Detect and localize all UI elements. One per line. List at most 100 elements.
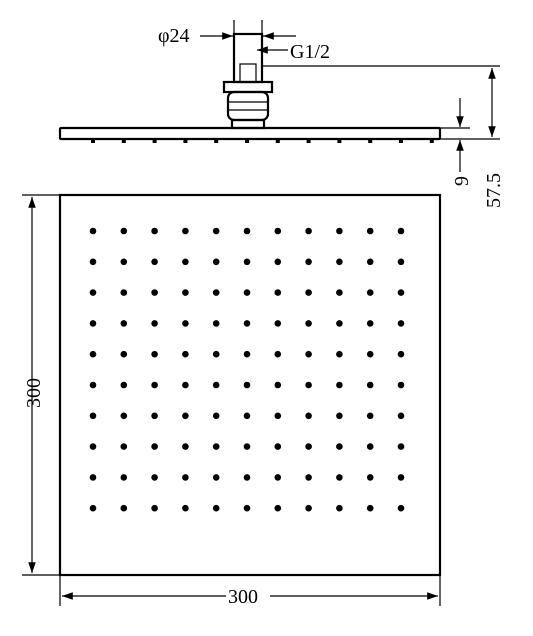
nozzle <box>397 289 405 296</box>
nozzle <box>120 381 128 389</box>
nozzle <box>182 443 189 450</box>
nozzle <box>366 320 374 327</box>
nozzle <box>397 381 405 389</box>
nozzle <box>212 258 220 266</box>
nozzle <box>336 381 343 389</box>
nozzle <box>120 350 128 358</box>
side-nozzle <box>429 139 434 143</box>
nozzle <box>274 289 282 296</box>
nozzle <box>182 258 189 266</box>
nozzle <box>120 289 128 296</box>
nozzle <box>120 320 128 327</box>
nozzle <box>397 320 405 327</box>
nozzle <box>243 443 251 450</box>
nozzle <box>274 474 282 481</box>
nozzle <box>212 350 220 358</box>
side-nozzle <box>214 139 219 143</box>
side-nozzle <box>306 139 311 143</box>
pipe <box>232 32 264 84</box>
nozzle <box>305 227 312 235</box>
nozzle <box>120 443 128 450</box>
side-nozzle <box>183 139 188 143</box>
side-nozzle <box>399 139 403 143</box>
nozzle <box>243 381 251 389</box>
swivel-base <box>230 118 266 130</box>
nozzle <box>89 443 97 450</box>
side-nozzle <box>91 139 95 143</box>
side-nozzles <box>91 139 434 143</box>
nozzle <box>182 412 189 420</box>
nozzle <box>182 227 189 235</box>
shower-plate <box>58 126 442 141</box>
nozzle <box>151 350 158 358</box>
nozzle <box>366 227 374 235</box>
nozzle <box>274 443 282 450</box>
nozzle <box>243 258 251 266</box>
nozzle <box>274 350 282 358</box>
nozzle <box>212 412 220 420</box>
nozzle <box>212 504 220 512</box>
nozzle <box>243 504 251 512</box>
pipe-inner <box>239 63 257 83</box>
nozzle <box>182 474 189 481</box>
nozzle <box>151 412 158 420</box>
nozzle <box>89 504 97 512</box>
nozzle <box>89 289 97 296</box>
nozzle <box>89 227 97 235</box>
nozzle-grid <box>89 227 405 512</box>
nozzle <box>212 381 220 389</box>
nozzle <box>397 350 405 358</box>
nozzle <box>243 289 251 296</box>
nozzle <box>397 412 405 420</box>
nozzle <box>366 350 374 358</box>
nozzle <box>120 258 128 266</box>
nozzle <box>212 289 220 296</box>
plate-outline <box>58 193 442 577</box>
nozzle <box>366 504 374 512</box>
side-nozzle <box>121 139 126 143</box>
nozzle <box>212 320 220 327</box>
nozzle <box>274 320 282 327</box>
dim-pipe-diameter: φ24 <box>158 25 190 47</box>
nozzle <box>212 474 220 481</box>
nozzle <box>151 474 158 481</box>
nozzle <box>397 443 405 450</box>
nozzle <box>305 412 312 420</box>
nozzle <box>366 474 374 481</box>
nozzle <box>397 504 405 512</box>
nozzle <box>120 474 128 481</box>
nozzle <box>397 227 405 235</box>
nozzle <box>182 381 189 389</box>
side-view: φ24 G1/2 57.5 9 <box>58 20 505 208</box>
nozzle <box>151 381 158 389</box>
nozzle <box>89 474 97 481</box>
side-nozzle <box>337 139 342 143</box>
nozzle <box>336 443 343 450</box>
nozzle <box>151 227 158 235</box>
nozzle <box>274 381 282 389</box>
nozzle <box>305 350 312 358</box>
nozzle <box>151 289 158 296</box>
nozzle <box>366 381 374 389</box>
nozzle <box>151 504 158 512</box>
nozzle <box>243 474 251 481</box>
nozzle <box>182 504 189 512</box>
dim-total-height: 57.5 <box>483 173 505 208</box>
nozzle <box>336 350 343 358</box>
nozzle <box>182 320 189 327</box>
nozzle <box>243 350 251 358</box>
nozzle <box>120 227 128 235</box>
side-nozzle <box>245 139 249 143</box>
side-nozzle <box>152 139 157 143</box>
nozzle <box>151 320 158 327</box>
top-view: 300 300 <box>22 193 442 608</box>
nozzle <box>89 350 97 358</box>
nozzle <box>305 504 312 512</box>
nozzle <box>89 258 97 266</box>
nozzle <box>336 258 343 266</box>
nozzle <box>274 504 282 512</box>
nozzle <box>305 381 312 389</box>
nozzle <box>366 289 374 296</box>
nozzle <box>305 289 312 296</box>
